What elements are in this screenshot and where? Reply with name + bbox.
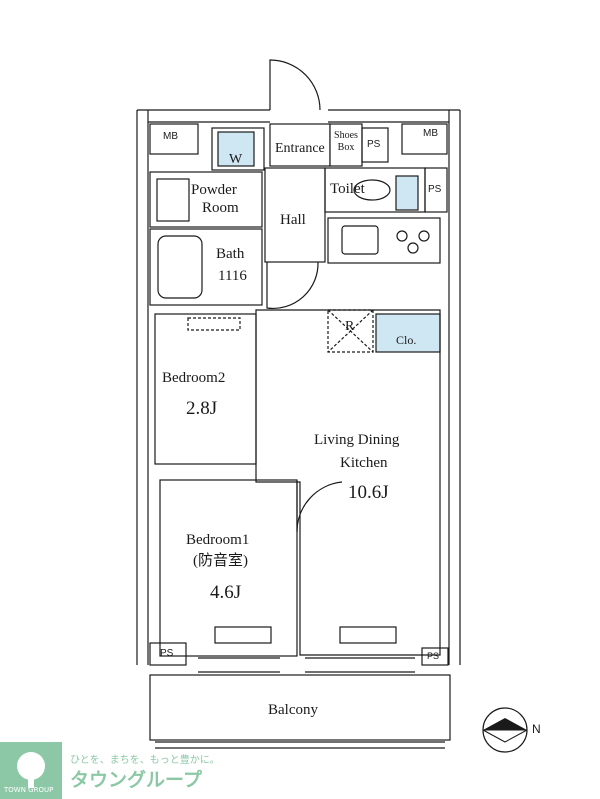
tag-ps-entrance: PS <box>367 139 381 150</box>
label-ldk-1: Living Dining <box>314 432 400 448</box>
bathtub <box>157 235 203 299</box>
sink <box>156 178 190 222</box>
label-bedroom1-note: (防音室) <box>193 553 248 569</box>
tag-mb-left: MB <box>163 131 178 142</box>
balcony-area <box>149 674 451 741</box>
compass-north-label: N <box>532 722 541 736</box>
label-washer: W <box>229 152 243 167</box>
ps-toilet <box>424 167 448 213</box>
ldk-wall <box>255 309 441 656</box>
label-fridge: R <box>345 319 355 334</box>
outer-wall-left <box>136 110 149 665</box>
ps-box-right <box>421 647 449 666</box>
ldk-window-unit <box>339 626 397 644</box>
tag-ps-left: PS <box>160 648 174 659</box>
balcony-rail <box>155 741 445 749</box>
label-room: Room <box>202 200 239 216</box>
burner-3 <box>407 242 419 254</box>
label-toilet: Toilet <box>330 181 365 197</box>
outer-wall-top-left <box>137 109 270 123</box>
bedroom2-storage <box>187 317 241 331</box>
kitchen-sink <box>341 225 379 255</box>
label-bedroom2: Bedroom2 <box>162 370 226 386</box>
fridge-x <box>327 309 374 353</box>
brand-logo-text: TOWN GROUP <box>4 786 54 794</box>
label-hall: Hall <box>280 212 306 228</box>
label-bedroom1: Bedroom1 <box>186 532 250 548</box>
label-ldk-2: Kitchen <box>340 455 388 471</box>
window-sill <box>198 657 415 673</box>
label-balcony: Balcony <box>268 702 318 718</box>
label-bath-size: 1116 <box>218 268 247 284</box>
hall <box>264 167 326 263</box>
bedroom1 <box>159 479 298 657</box>
hall-door-arc <box>266 261 319 310</box>
washer-pan <box>217 131 255 167</box>
powder-room <box>149 171 263 228</box>
mb-box-right <box>401 123 448 155</box>
label-bedroom2-size: 2.8J <box>186 398 218 419</box>
burner-2 <box>418 230 430 242</box>
burner-1 <box>396 230 408 242</box>
bedroom1-window-unit <box>214 626 272 644</box>
town-group-logo <box>0 742 62 799</box>
tag-ps-right: PS <box>427 651 440 661</box>
label-powder: Powder <box>191 182 237 198</box>
entrance-door-arc <box>269 59 321 111</box>
brand-name: タウングループ <box>70 769 202 791</box>
label-closet: Clo. <box>396 333 417 347</box>
bedroom2 <box>154 313 257 465</box>
bath-room <box>149 228 263 306</box>
tag-ps-toilet: PS <box>428 184 442 195</box>
label-ldk-size: 10.6J <box>348 482 389 503</box>
shoes-box <box>329 123 363 167</box>
bedroom1-door-arc <box>296 481 343 533</box>
label-bath: Bath <box>216 246 245 262</box>
mb-box-left <box>149 123 199 155</box>
compass-icon <box>482 707 528 753</box>
ps-box-left <box>149 642 187 666</box>
toilet-bowl <box>353 179 391 201</box>
label-bedroom1-size: 4.6J <box>210 582 242 603</box>
kitchen-counter <box>327 217 441 264</box>
label-entrance: Entrance <box>275 141 325 156</box>
outer-wall-right <box>448 110 461 665</box>
toilet-tank <box>395 175 419 211</box>
ps-entrance <box>361 127 389 163</box>
brand-tagline: ひとを、まちを、もっと豊かに。 <box>70 755 220 766</box>
tag-mb-right: MB <box>423 128 438 139</box>
label-shoes-box: Shoes Box <box>334 130 358 153</box>
outer-wall-top-right <box>328 109 460 123</box>
